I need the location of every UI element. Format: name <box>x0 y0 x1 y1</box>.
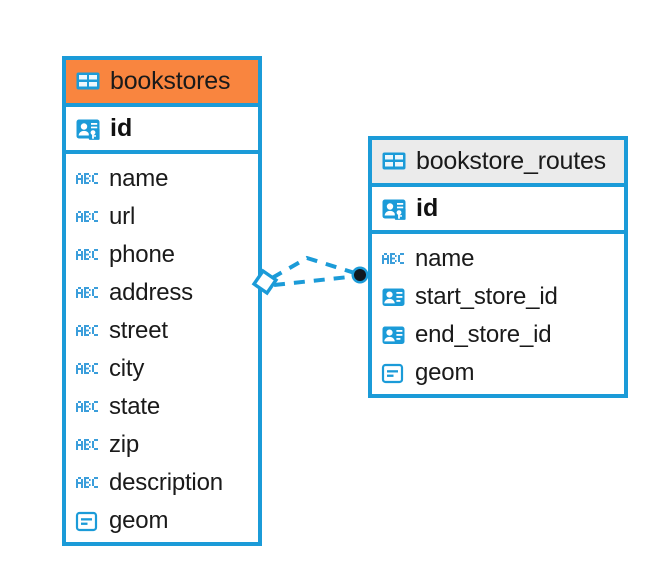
attribute-row[interactable]: state <box>66 388 258 426</box>
foreign-key-icon <box>382 288 405 306</box>
attribute-label: zip <box>109 431 140 458</box>
relationship-branch-lower <box>273 274 359 287</box>
attribute-label: address <box>109 279 193 306</box>
attribute-row[interactable]: name <box>66 160 258 198</box>
attribute-label: start_store_id <box>415 283 558 310</box>
entity-bookstores-attribute-list: name url <box>66 154 258 544</box>
entity-bookstores-title: bookstores <box>110 66 231 95</box>
abc-text-icon <box>76 400 98 412</box>
attribute-label: phone <box>109 241 175 268</box>
attribute-row[interactable]: start_store_id <box>372 278 624 316</box>
entity-bookstore-routes-attribute-list: name start_store_id <box>372 234 624 396</box>
attribute-label: end_store_id <box>415 321 552 348</box>
attribute-label: name <box>415 245 475 272</box>
abc-text-icon <box>76 286 98 298</box>
abc-text-icon <box>76 362 98 374</box>
attribute-row[interactable]: address <box>66 274 258 312</box>
entity-bookstores-primary-key-label: id <box>110 114 133 142</box>
attribute-label: street <box>109 317 168 344</box>
attribute-row[interactable]: description <box>66 464 258 502</box>
diamond-open-marker <box>251 268 279 296</box>
attribute-row[interactable]: geom <box>372 354 624 392</box>
table-icon <box>76 72 100 90</box>
table-icon <box>382 152 406 170</box>
abc-text-icon <box>76 476 98 488</box>
attribute-label: geom <box>109 507 169 534</box>
attribute-label: name <box>109 165 169 192</box>
attribute-row[interactable]: phone <box>66 236 258 274</box>
geometry-icon <box>381 363 404 383</box>
attribute-label: state <box>109 393 161 420</box>
attribute-label: geom <box>415 359 475 386</box>
geometry-icon <box>75 511 98 531</box>
entity-bookstores-header[interactable]: bookstores <box>66 60 258 107</box>
entity-bookstore-routes-primary-key-label: id <box>416 194 439 222</box>
abc-text-icon <box>76 210 98 222</box>
attribute-row[interactable]: end_store_id <box>372 316 624 354</box>
abc-text-icon <box>76 172 98 184</box>
attribute-label: description <box>109 469 223 496</box>
abc-text-icon <box>76 438 98 450</box>
relationship-branch-upper <box>271 255 359 280</box>
entity-bookstore-routes-primary-key-row[interactable]: id <box>372 187 624 234</box>
entity-bookstores[interactable]: bookstores id <box>62 56 262 546</box>
abc-text-icon <box>76 324 98 336</box>
attribute-row[interactable]: url <box>66 198 258 236</box>
entity-bookstore-routes-header[interactable]: bookstore_routes <box>372 140 624 187</box>
attribute-row[interactable]: zip <box>66 426 258 464</box>
entity-bookstore-routes[interactable]: bookstore_routes id <box>368 136 628 398</box>
entity-bookstore-routes-title: bookstore_routes <box>416 146 606 175</box>
entity-bookstores-primary-key-row[interactable]: id <box>66 107 258 154</box>
attribute-row[interactable]: street <box>66 312 258 350</box>
foreign-key-icon <box>382 326 405 344</box>
attribute-label: city <box>109 355 145 382</box>
abc-text-icon <box>382 252 404 264</box>
attribute-label: url <box>109 203 136 230</box>
filled-circle-marker <box>354 269 366 281</box>
primary-key-icon <box>382 199 406 220</box>
attribute-row[interactable]: geom <box>66 502 258 540</box>
attribute-row[interactable]: city <box>66 350 258 388</box>
relationship-connector[interactable] <box>250 236 380 316</box>
primary-key-icon <box>76 119 100 140</box>
abc-text-icon <box>76 248 98 260</box>
attribute-row[interactable]: name <box>372 240 624 278</box>
